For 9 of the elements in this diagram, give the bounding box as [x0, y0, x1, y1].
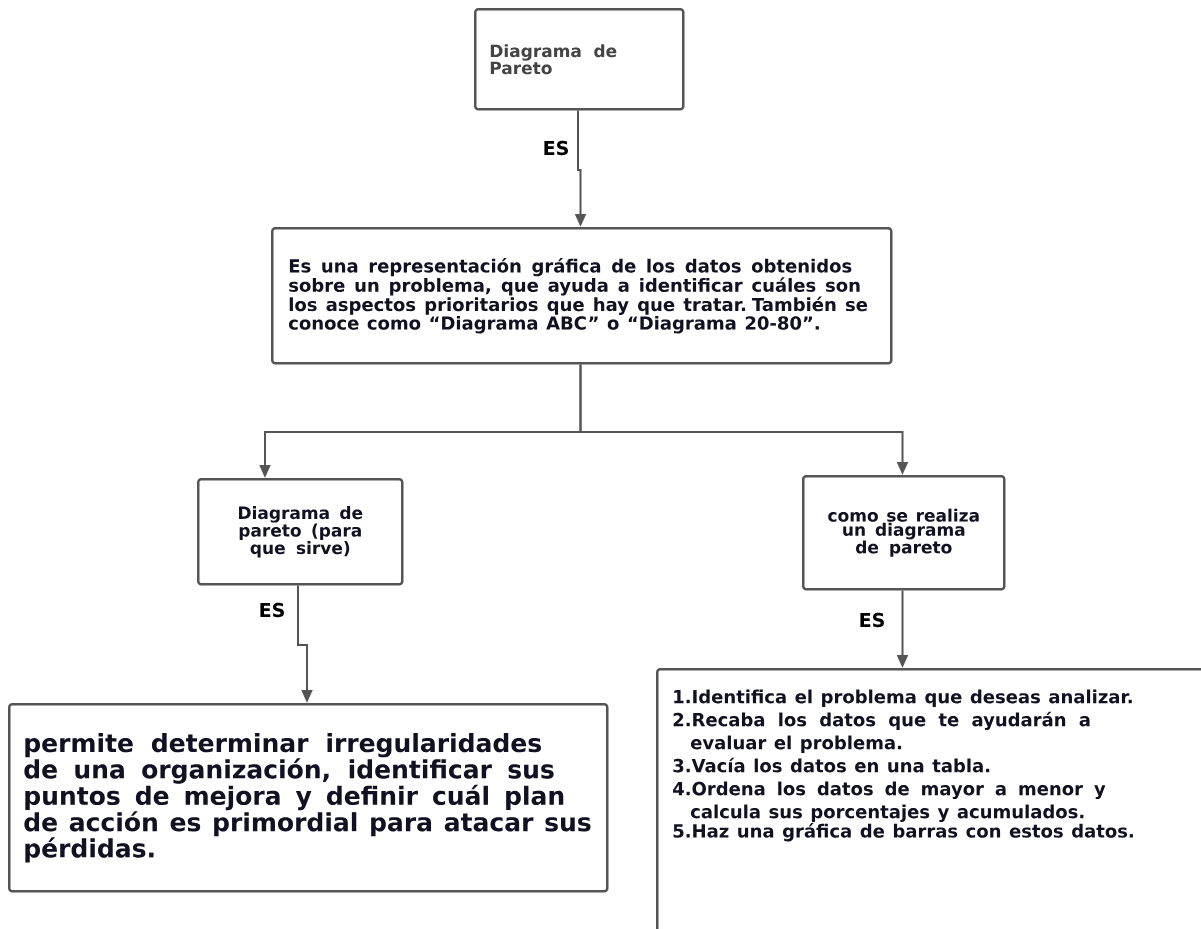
text-box: Diagrama de pareto (para que sirve) [197, 478, 404, 586]
edge-label: ES [857, 611, 887, 629]
text-box: Es una representación gráfica de los datos obtenidos sobre un problema, que ayuda a identificar cuáles son los aspectos prioritarios que hay que tratar. También se conoce como “Diagrama ABC” o “Diagrama 20-80”. [271, 227, 893, 365]
edge-label: ES [541, 139, 571, 157]
text-box: como se realiza un diagrama de pareto [802, 475, 1006, 591]
edge-label: ES [257, 601, 287, 619]
list-box: 1.Identifica el problema que deseas analizar. 2.Recaba los datos que te ayudarán a evaluar el problema. 3.Vacía los datos en una tabla. 4.Ordena los datos de mayor a menor y calcula sus porcentajes y acumulados. 5.Haz una gráfica de barras con estos datos. [656, 668, 1201, 929]
text-box: permite determinar irregularidades de una organización, identificar sus puntos de mejora y definir cuál plan de acción es primordial para atacar sus pérdidas. [8, 703, 609, 893]
text-box: Diagrama de Pareto [474, 8, 685, 111]
